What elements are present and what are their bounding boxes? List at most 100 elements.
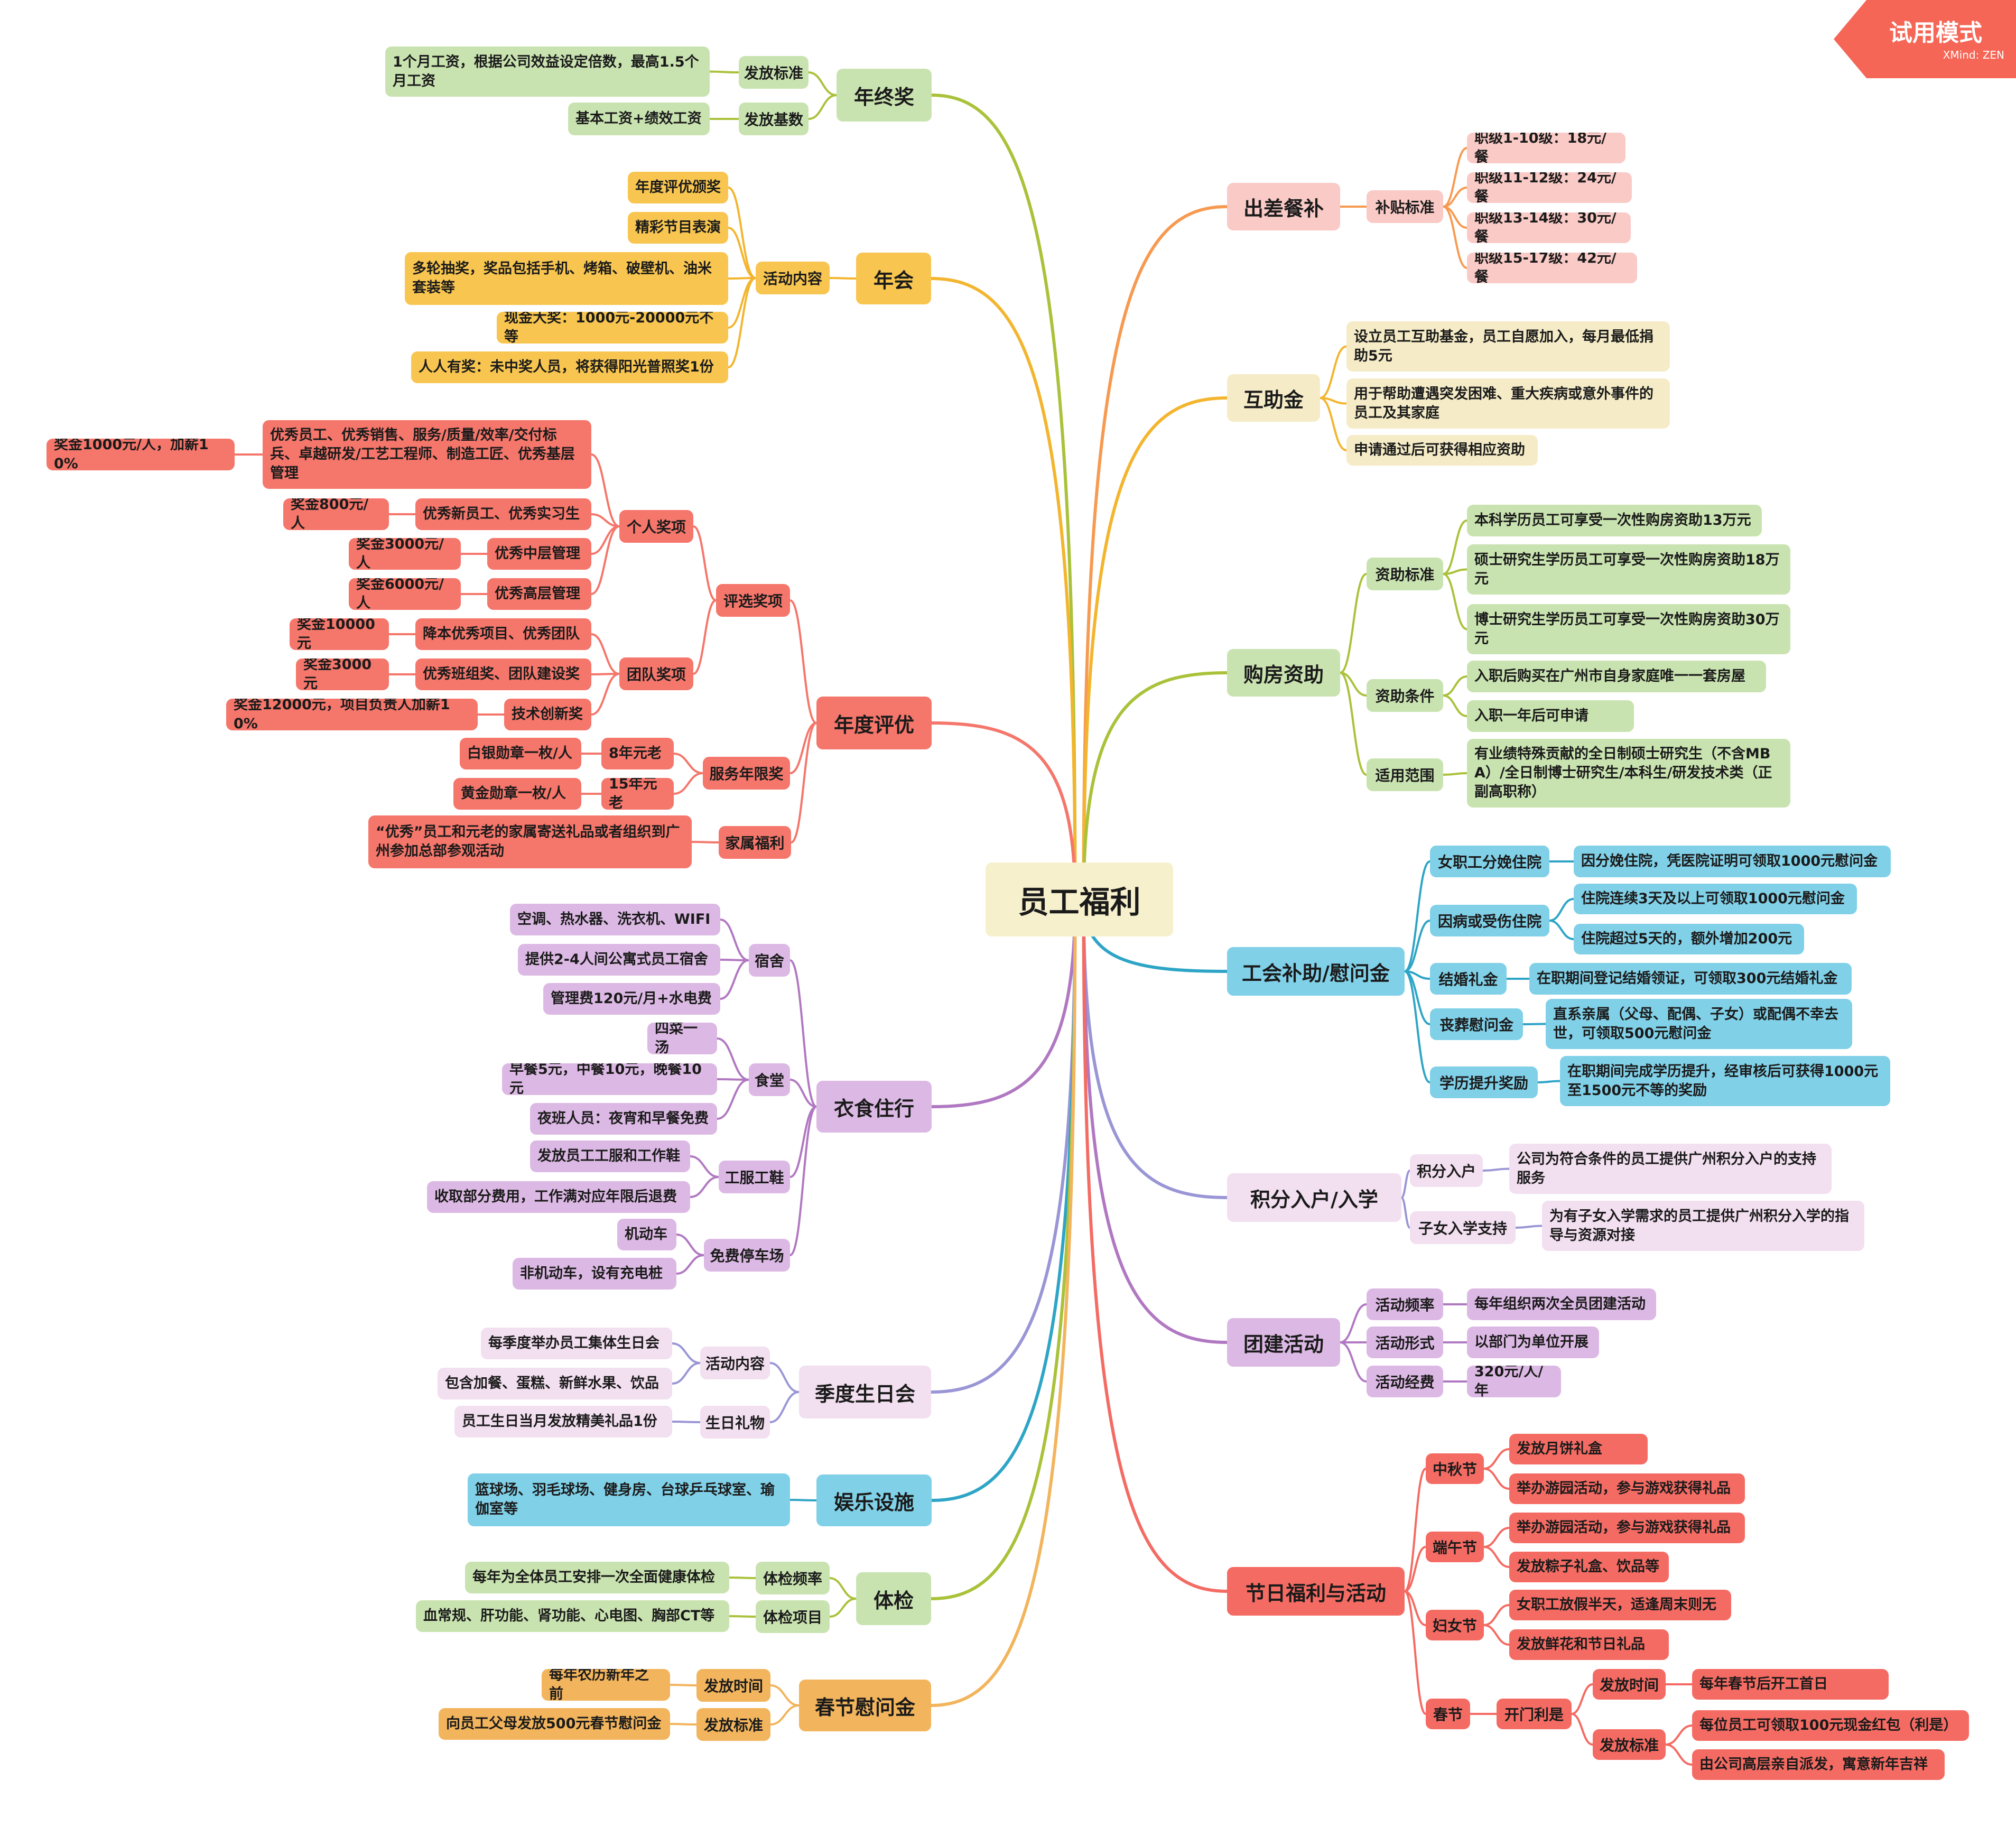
subtopic-cb1c[interactable]: 职级13-14级：30元/餐: [1467, 212, 1631, 243]
subtopic-nz1[interactable]: 发放标准: [739, 56, 809, 89]
subtopic-nh1c[interactable]: 多轮抽奖，奖品包括手机、烤箱、破壁机、油米套装等: [405, 252, 728, 305]
subtopic-js[interactable]: 家属福利: [719, 826, 791, 859]
subtopic-td1[interactable]: 降本优秀项目、优秀团队: [415, 618, 591, 650]
trial-mode-badge[interactable]: 试用模式 XMind: ZEN: [1834, 0, 2016, 78]
subtopic-nh1[interactable]: 活动内容: [756, 262, 830, 294]
subtopic-fn[interactable]: 妇女节: [1426, 1610, 1484, 1640]
main-topic-ys[interactable]: 衣食住行: [816, 1081, 932, 1133]
main-topic-jf[interactable]: 积分入户/入学: [1227, 1173, 1401, 1222]
subtopic-tjh1a[interactable]: 每年组织两次全员团建活动: [1467, 1288, 1656, 1320]
subtopic-tjh3[interactable]: 活动经费: [1367, 1366, 1443, 1397]
subtopic-gfa2[interactable]: 硕士研究生学历员工可享受一次性购房资助18万元: [1467, 544, 1790, 595]
subtopic-cb1[interactable]: 补贴标准: [1367, 190, 1443, 223]
subtopic-gh4[interactable]: 丧葬慰问金: [1430, 1008, 1523, 1040]
subtopic-nh1a[interactable]: 年度评优颁奖: [628, 172, 728, 203]
main-topic-hz[interactable]: 互助金: [1227, 374, 1320, 422]
subtopic-fw1a[interactable]: 白银勋章一枚/人: [460, 738, 581, 769]
subtopic-cj2a[interactable]: 向员工父母发放500元春节慰问金: [439, 1708, 670, 1740]
subtopic-hz3[interactable]: 申请通过后可获得相应资助: [1346, 435, 1538, 466]
subtopic-js1[interactable]: “优秀”员工和元老的家属寄送礼品或者组织到广州参加总部参观活动: [368, 815, 692, 868]
subtopic-tj2a[interactable]: 血常规、肝功能、肾功能、心电图、胸部CT等: [416, 1600, 729, 1632]
subtopic-cb1d[interactable]: 职级15-17级：42元/餐: [1467, 253, 1637, 283]
subtopic-td2a[interactable]: 奖金3000元: [296, 659, 389, 690]
subtopic-td3a[interactable]: 奖金12000元，项目负责人加薪10%: [226, 699, 478, 730]
subtopic-gfb1[interactable]: 入职后购买在广州市自身家庭唯一一套房屋: [1467, 661, 1766, 692]
subtopic-td[interactable]: 团队奖项: [619, 657, 693, 690]
subtopic-tc[interactable]: 免费停车场: [704, 1239, 790, 1272]
subtopic-tj1a[interactable]: 每年为全体员工安排一次全面健康体检: [465, 1562, 729, 1593]
main-topic-cb[interactable]: 出差餐补: [1227, 183, 1340, 230]
subtopic-gfa[interactable]: 资助标准: [1367, 558, 1443, 590]
subtopic-gfb[interactable]: 资助条件: [1367, 679, 1443, 712]
subtopic-cb1b[interactable]: 职级11-12级：24元/餐: [1467, 172, 1632, 203]
central-topic[interactable]: 员工福利: [986, 863, 1173, 936]
subtopic-gh4a[interactable]: 直系亲属（父母、配偶、子女）或配偶不幸去世，可领取500元慰问金: [1546, 999, 1852, 1049]
subtopic-py1[interactable]: 评选奖项: [716, 584, 790, 617]
subtopic-zq1[interactable]: 发放月饼礼盒: [1509, 1434, 1648, 1464]
subtopic-gr2[interactable]: 优秀新员工、优秀实习生: [415, 498, 591, 530]
subtopic-zq[interactable]: 中秋节: [1426, 1453, 1484, 1484]
subtopic-gr4a[interactable]: 奖金6000元/人: [349, 578, 461, 610]
main-topic-nh[interactable]: 年会: [856, 253, 931, 304]
main-topic-gh[interactable]: 工会补助/慰问金: [1227, 947, 1405, 996]
subtopic-gr4[interactable]: 优秀高层管理: [487, 578, 591, 610]
subtopic-cj1[interactable]: 发放时间: [696, 1669, 770, 1702]
subtopic-fw1[interactable]: 8年元老: [601, 738, 674, 769]
subtopic-tj1[interactable]: 体检频率: [756, 1562, 830, 1594]
subtopic-gr3[interactable]: 优秀中层管理: [487, 538, 591, 570]
subtopic-jf2a[interactable]: 为有子女入学需求的员工提供广州积分入学的指导与资源对接: [1542, 1201, 1864, 1251]
main-topic-jr[interactable]: 节日福利与活动: [1227, 1567, 1405, 1616]
subtopic-dw[interactable]: 端午节: [1426, 1532, 1484, 1562]
subtopic-cj1a[interactable]: 每年农历新年之前: [542, 1669, 670, 1701]
subtopic-gh1a[interactable]: 因分娩住院，凭医院证明可领取1000元慰问金: [1574, 846, 1891, 877]
subtopic-nh1e[interactable]: 人人有奖：未中奖人员，将获得阳光普照奖1份: [411, 351, 728, 383]
subtopic-gr2a[interactable]: 奖金800元/人: [283, 498, 389, 530]
subtopic-nz1a[interactable]: 1个月工资，根据公司效益设定倍数，最高1.5个月工资: [385, 47, 710, 97]
subtopic-gh2b[interactable]: 住院超过5天的，额外增加200元: [1574, 924, 1804, 954]
subtopic-gr[interactable]: 个人奖项: [619, 510, 693, 543]
subtopic-st[interactable]: 食堂: [749, 1063, 790, 1096]
subtopic-sr1b[interactable]: 包含加餐、蛋糕、新鲜水果、饮品: [438, 1368, 672, 1399]
subtopic-cj2[interactable]: 发放标准: [696, 1708, 770, 1741]
subtopic-gfb2[interactable]: 入职一年后可申请: [1467, 700, 1634, 732]
subtopic-sr1a[interactable]: 每季度举办员工集体生日会: [481, 1328, 672, 1359]
subtopic-gh1[interactable]: 女职工分娩住院: [1430, 846, 1549, 877]
subtopic-fn1[interactable]: 女职工放假半天，适逢周末则无: [1509, 1590, 1731, 1620]
subtopic-td3[interactable]: 技术创新奖: [504, 699, 591, 730]
main-topic-tjh[interactable]: 团建活动: [1227, 1318, 1340, 1367]
subtopic-gr1a[interactable]: 奖金1000元/人，加薪10%: [47, 439, 235, 470]
subtopic-ff2b[interactable]: 由公司高层亲自派发，寓意新年吉祥: [1692, 1749, 1945, 1780]
subtopic-gf1[interactable]: 发放员工工服和工作鞋: [530, 1140, 690, 1172]
subtopic-sr2[interactable]: 生日礼物: [700, 1406, 770, 1439]
subtopic-fw2a[interactable]: 黄金勋章一枚/人: [453, 778, 581, 810]
subtopic-gfc[interactable]: 适用范围: [1367, 758, 1443, 791]
subtopic-gh2[interactable]: 因病或受伤住院: [1430, 905, 1549, 936]
subtopic-cjj[interactable]: 春节: [1426, 1699, 1470, 1729]
subtopic-zq2[interactable]: 举办游园活动，参与游戏获得礼品: [1509, 1473, 1745, 1504]
subtopic-ff2[interactable]: 发放标准: [1593, 1729, 1666, 1760]
main-topic-py[interactable]: 年度评优: [816, 697, 932, 749]
subtopic-ss3[interactable]: 管理费120元/月+水电费: [543, 983, 720, 1015]
subtopic-tjh2a[interactable]: 以部门为单位开展: [1467, 1327, 1599, 1358]
subtopic-hz2[interactable]: 用于帮助遭遇突发困难、重大疾病或意外事件的员工及其家庭: [1346, 378, 1670, 429]
subtopic-tc2[interactable]: 非机动车，设有充电桩: [513, 1258, 676, 1290]
subtopic-gh5a[interactable]: 在职期间完成学历提升，经审核后可获得1000元至1500元不等的奖励: [1560, 1056, 1890, 1106]
subtopic-nh1b[interactable]: 精彩节目表演: [628, 212, 728, 244]
subtopic-ss2[interactable]: 提供2-4人间公寓式员工宿舍: [518, 944, 720, 976]
subtopic-ff2a[interactable]: 每位员工可领取100元现金红包（利是）: [1692, 1710, 1969, 1741]
subtopic-km[interactable]: 开门利是: [1497, 1699, 1572, 1729]
subtopic-cb1a[interactable]: 职级1-10级：18元/餐: [1467, 133, 1625, 163]
subtopic-ss[interactable]: 宿舍: [749, 944, 790, 977]
subtopic-gh3[interactable]: 结婚礼金: [1430, 963, 1507, 995]
subtopic-dw1[interactable]: 举办游园活动，参与游戏获得礼品: [1509, 1513, 1745, 1543]
subtopic-jf1[interactable]: 积分入户: [1410, 1154, 1483, 1187]
subtopic-tjh3a[interactable]: 320元/人/年: [1467, 1366, 1561, 1397]
subtopic-st3[interactable]: 夜班人员：夜宵和早餐免费: [530, 1103, 717, 1135]
subtopic-yl1[interactable]: 篮球场、羽毛球场、健身房、台球乒乓球室、瑜伽室等: [468, 1473, 790, 1526]
subtopic-gfa1[interactable]: 本科学历员工可享受一次性购房资助13万元: [1467, 505, 1762, 536]
main-topic-gf0[interactable]: 购房资助: [1227, 649, 1340, 697]
subtopic-hz1[interactable]: 设立员工互助基金，员工自愿加入，每月最低捐助5元: [1346, 321, 1670, 372]
subtopic-gh3a[interactable]: 在职期间登记结婚领证，可领取300元结婚礼金: [1529, 963, 1852, 995]
subtopic-gh2a[interactable]: 住院连续3天及以上可领取1000元慰问金: [1574, 884, 1857, 914]
subtopic-jf1a[interactable]: 公司为符合条件的员工提供广州积分入户的支持服务: [1509, 1144, 1832, 1194]
